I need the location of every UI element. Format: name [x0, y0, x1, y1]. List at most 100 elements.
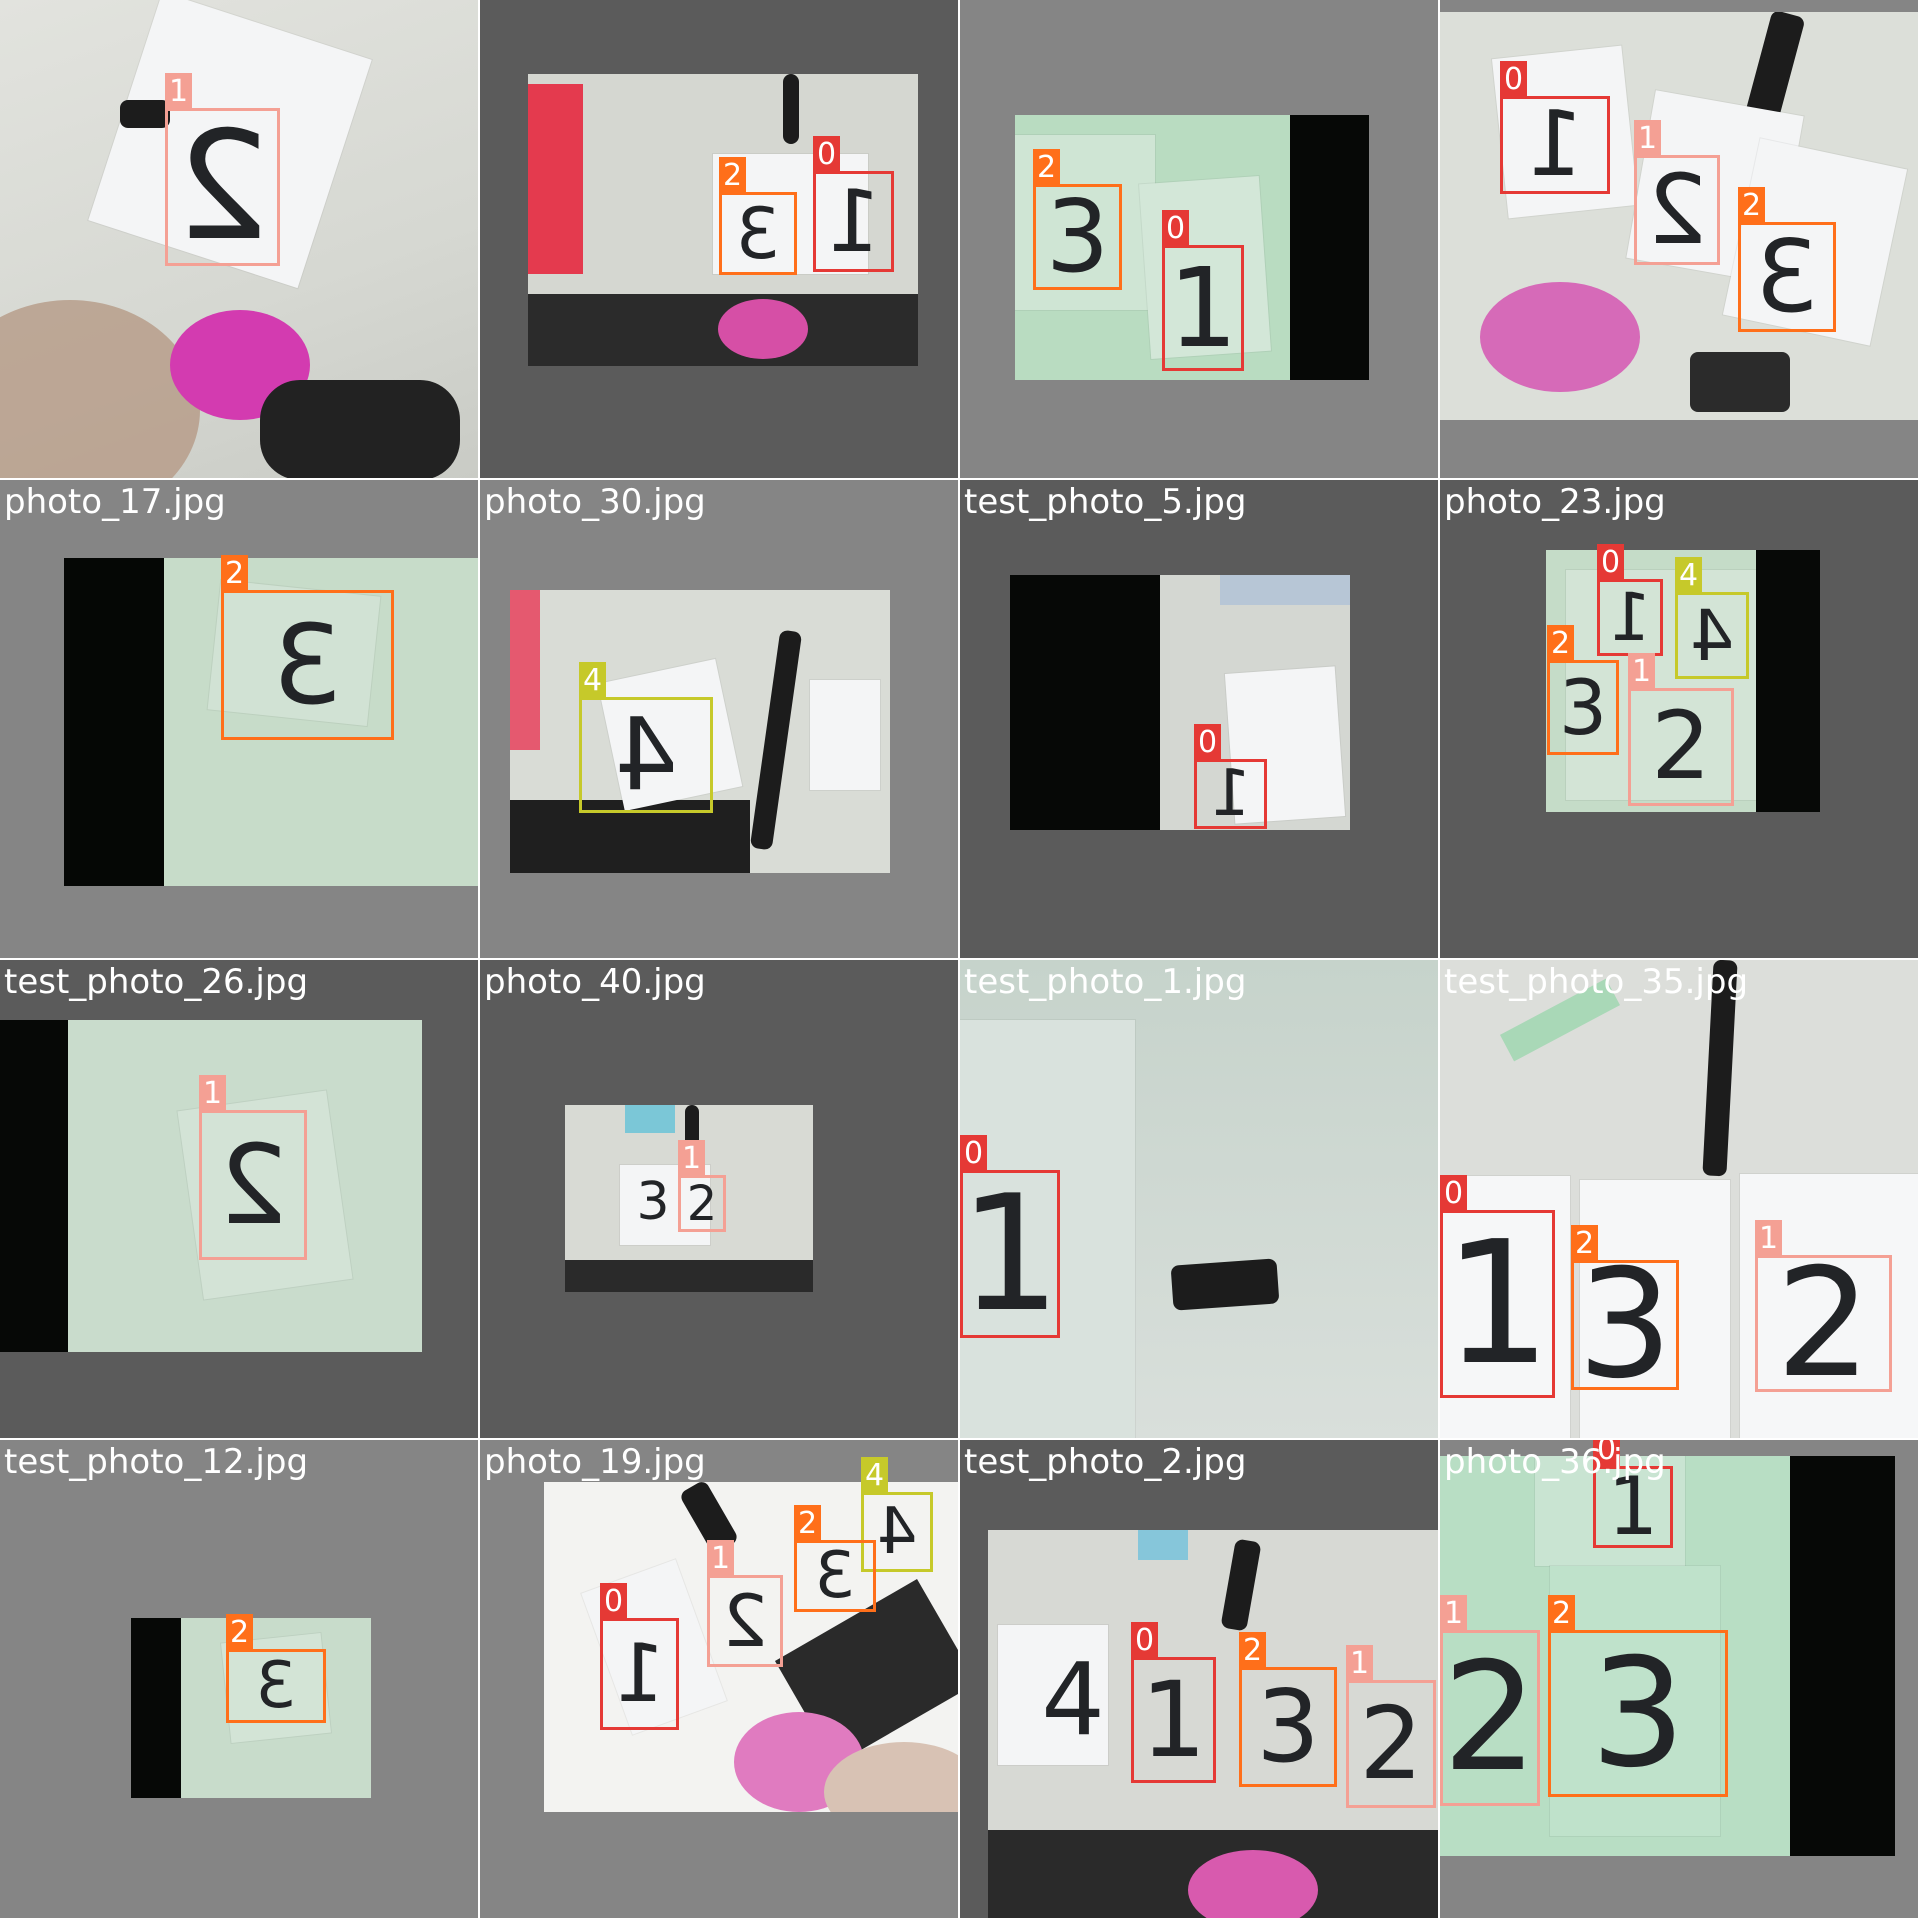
class-tag: 4 — [1675, 557, 1703, 595]
tile: 0 1 2 3 1 2 test_photo_35.jpg — [1440, 960, 1918, 1438]
class-tag: 0 — [1597, 544, 1625, 582]
tile: 0 1 4 4 2 3 1 2 photo_23.jpg — [1440, 480, 1918, 958]
class-tag: 1 — [1628, 653, 1656, 691]
unlabeled-digit: 4 — [1028, 1640, 1118, 1760]
digit-glyph: 1 — [614, 1627, 665, 1720]
tile: 4 4 2 3 1 2 0 1 photo_19.jpg — [480, 1440, 958, 1918]
tile: 0 1 test_photo_5.jpg — [960, 480, 1438, 958]
digit-glyph: 1 — [1168, 244, 1238, 372]
digit-glyph: 2 — [1442, 1631, 1538, 1805]
digit-glyph: 1 — [1607, 1460, 1659, 1553]
digit-glyph: 2 — [722, 1579, 768, 1663]
tile: 2 3 photo_17.jpg — [0, 480, 478, 958]
digit-glyph: 2 — [1775, 1236, 1872, 1411]
tile: 2 3 0 1 — [960, 0, 1438, 478]
class-tag: 2 — [1548, 1595, 1576, 1633]
detection-box: 0 1 — [1500, 61, 1610, 197]
tile-name: test_photo_35.jpg — [1444, 962, 1749, 1002]
tile: 0 1 1 2 2 3 — [1440, 0, 1918, 478]
tile: 2 3 test_photo_12.jpg — [0, 1440, 478, 1918]
class-tag: 2 — [1239, 1632, 1267, 1670]
photo — [544, 1482, 958, 1812]
digit-glyph: 1 — [1609, 578, 1651, 656]
class-tag: 2 — [1033, 149, 1061, 187]
photo — [64, 558, 478, 886]
class-tag: 4 — [579, 662, 607, 700]
tile: 0 1 1 2 2 3 photo_36.jpg — [1440, 1440, 1918, 1918]
detection-box: 0 1 — [1593, 1440, 1673, 1553]
tile-name: test_photo_26.jpg — [4, 962, 309, 1002]
detection-box: 2 3 — [794, 1505, 876, 1613]
class-tag: 0 — [813, 136, 841, 174]
tile: 4 0 1 2 3 1 2 test_photo_2.jpg — [960, 1440, 1438, 1918]
class-tag: 2 — [221, 555, 249, 593]
tile-name: photo_30.jpg — [484, 482, 706, 522]
digit-glyph: 3 — [1256, 1668, 1320, 1785]
digit-glyph: 4 — [1041, 1641, 1105, 1758]
detection-box: 0 1 — [1194, 724, 1267, 831]
digit-glyph: 1 — [960, 1160, 1061, 1347]
class-tag: 2 — [1547, 625, 1575, 663]
class-tag: 2 — [719, 157, 747, 195]
tile: 2 3 0 1 — [480, 0, 958, 478]
detection-box: 2 3 — [1571, 1225, 1679, 1400]
detection-box: 1 2 — [1755, 1220, 1892, 1411]
digit-glyph: 2 — [1651, 692, 1711, 801]
detection-box: 0 1 — [600, 1583, 679, 1730]
class-tag: 2 — [1571, 1225, 1599, 1263]
digit-glyph: 3 — [1590, 1626, 1686, 1801]
detection-box: 0 1 — [813, 136, 894, 272]
detection-box: 1 2 — [1346, 1645, 1436, 1808]
digit-glyph: 3 — [1755, 218, 1819, 335]
tile-name: photo_23.jpg — [1444, 482, 1666, 522]
digit-glyph: 1 — [826, 171, 881, 272]
detection-box: 1 2 — [707, 1540, 783, 1667]
class-tag: 2 — [1738, 187, 1766, 225]
detection-box: 0 1 — [1597, 544, 1663, 656]
detection-box: 4 4 — [1675, 557, 1749, 679]
detection-box: 1 2 — [1440, 1595, 1540, 1806]
detection-box: 2 3 — [1738, 187, 1836, 335]
tile: 4 4 photo_30.jpg — [480, 480, 958, 958]
detection-box: 4 4 — [861, 1457, 933, 1572]
detection-box: 4 4 — [579, 662, 713, 813]
class-tag: 1 — [1634, 120, 1662, 158]
photo — [960, 960, 1438, 1438]
detection-box: 1 2 — [1628, 653, 1734, 806]
detection-box: 2 3 — [1033, 149, 1122, 295]
digit-glyph: 3 — [1558, 662, 1608, 752]
digit-glyph: 3 — [735, 192, 781, 275]
class-tag: 4 — [861, 1457, 889, 1495]
tile-name: photo_17.jpg — [4, 482, 226, 522]
photo — [1010, 575, 1350, 830]
tile: 1 2 test_photo_26.jpg — [0, 960, 478, 1438]
photo — [0, 0, 478, 478]
class-tag: 1 — [707, 1540, 735, 1578]
class-tag: 0 — [1131, 1622, 1159, 1660]
class-tag: 2 — [226, 1614, 254, 1652]
tile-name: test_photo_5.jpg — [964, 482, 1247, 522]
digit-glyph: 2 — [1359, 1685, 1423, 1802]
detection-box: 1 2 — [1634, 120, 1720, 266]
class-tag: 1 — [1440, 1595, 1468, 1633]
detection-box: 0 1 — [1440, 1175, 1555, 1398]
digit-glyph: 2 — [1646, 154, 1708, 266]
unlabeled-digit: 3 — [628, 1172, 678, 1232]
detection-box: 0 1 — [1131, 1622, 1216, 1783]
class-tag: 0 — [1162, 210, 1190, 248]
digit-glyph: 3 — [272, 601, 343, 729]
photo — [1440, 960, 1918, 1438]
digit-glyph: 3 — [1045, 178, 1110, 295]
tile: 3 1 2 photo_40.jpg — [480, 960, 958, 1438]
detection-box: 2 3 — [1548, 1595, 1728, 1801]
digit-glyph: 3 — [255, 1649, 297, 1723]
detection-box: 1 2 — [165, 73, 280, 274]
class-tag: 1 — [165, 73, 193, 111]
digit-glyph: 1 — [1140, 1659, 1207, 1781]
digit-glyph: 1 — [1526, 92, 1584, 197]
tile-name: photo_36.jpg — [1444, 1442, 1666, 1482]
detection-box: 2 3 — [719, 157, 797, 275]
digit-glyph: 2 — [218, 1121, 288, 1249]
tile: 1 2 — [0, 0, 478, 478]
